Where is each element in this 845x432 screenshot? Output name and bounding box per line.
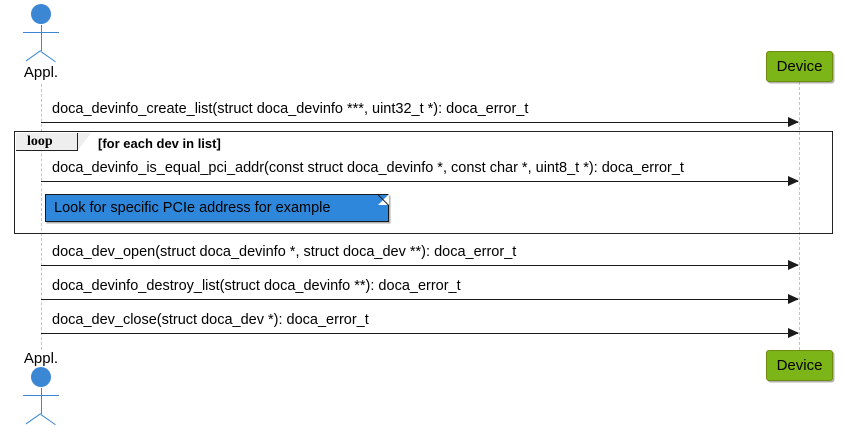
actor-leg-left-line [25, 50, 41, 62]
fragment-loop-tab [15, 132, 78, 151]
message-2-line [41, 181, 798, 182]
actor-leg-right-line [40, 51, 56, 63]
note-text: Look for specific PCIe address for examp… [54, 200, 331, 216]
actor-body-line [41, 25, 42, 51]
note-fold-corner-icon [378, 194, 389, 205]
actor-body-line [41, 388, 42, 414]
actor-leg-left-line [25, 413, 41, 425]
message-2-label: doca_devinfo_is_equal_pci_addr(const str… [52, 160, 684, 176]
message-1-line [41, 122, 798, 123]
message-5-label: doca_dev_close(struct doca_dev *): doca_… [52, 312, 369, 328]
actor-appl-bottom-label: Appl. [23, 350, 59, 367]
lifeline-device [799, 82, 800, 350]
actor-head-icon [31, 4, 51, 24]
message-4-label: doca_devinfo_destroy_list(struct doca_de… [52, 278, 461, 294]
actor-arms-line [23, 32, 59, 33]
actor-leg-right-line [40, 414, 56, 426]
fragment-loop-guard-label: [for each dev in list] [98, 136, 221, 151]
actor-head-icon [31, 367, 51, 387]
actor-arms-line [23, 395, 59, 396]
message-3-label: doca_dev_open(struct doca_devinfo *, str… [52, 244, 517, 260]
lifeline-appl [41, 84, 42, 350]
actor-appl-top-label: Appl. [23, 64, 59, 81]
message-4-line [41, 299, 798, 300]
message-3-line [41, 265, 798, 266]
message-5-line [41, 333, 798, 334]
note-box [45, 194, 389, 222]
participant-device-bottom[interactable]: Device [766, 350, 833, 381]
fragment-loop-kind-label: loop [27, 134, 53, 149]
message-1-label: doca_devinfo_create_list(struct doca_dev… [52, 101, 529, 117]
participant-device-top[interactable]: Device [766, 51, 833, 82]
fragment-loop-frame [14, 131, 833, 234]
